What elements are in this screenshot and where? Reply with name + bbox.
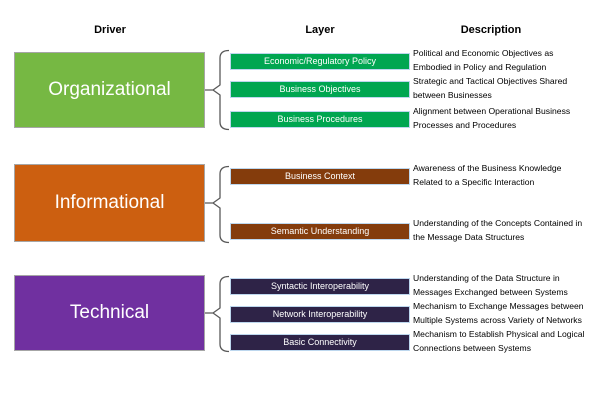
description-network-interoperability: Mechanism to Exchange Messages between M… (413, 301, 584, 325)
layer-column-header: Layer (305, 24, 335, 36)
brace-organizational (205, 49, 230, 131)
brace-informational (205, 165, 230, 244)
description-semantic-understanding: Understanding of the Concepts Contained … (413, 218, 583, 242)
layer-box-business-context: Business Context (230, 168, 410, 185)
layer-box-syntactic-interoperability: Syntactic Interoperability (230, 278, 410, 295)
layer-box-basic-connectivity: Basic Connectivity (230, 334, 410, 351)
layer-box-business-procedures: Business Procedures (230, 111, 410, 128)
description-business-objectives: Strategic and Tactical Objectives Shared… (413, 76, 568, 100)
layer-box-economic-regulatory-policy: Economic/Regulatory Policy (230, 53, 410, 70)
description-business-procedures: Alignment between Operational Business P… (413, 106, 571, 130)
driver-box-informational: Informational (14, 164, 205, 242)
brace-technical (205, 275, 230, 353)
layer-box-semantic-understanding: Semantic Understanding (230, 223, 410, 240)
layer-box-network-interoperability: Network Interoperability (230, 306, 410, 323)
description-business-context: Awareness of the Business Knowledge Rela… (413, 163, 562, 187)
driver-box-technical: Technical (14, 275, 205, 351)
driver-box-organizational: Organizational (14, 52, 205, 128)
description-economic-regulatory-policy: Political and Economic Objectives as Emb… (413, 48, 554, 72)
layer-box-business-objectives: Business Objectives (230, 81, 410, 98)
description-syntactic-interoperability: Understanding of the Data Structure in M… (413, 273, 568, 297)
driver-column-header: Driver (94, 24, 126, 36)
description-column-header: Description (460, 24, 522, 36)
description-basic-connectivity: Mechanism to Establish Physical and Logi… (413, 329, 585, 353)
